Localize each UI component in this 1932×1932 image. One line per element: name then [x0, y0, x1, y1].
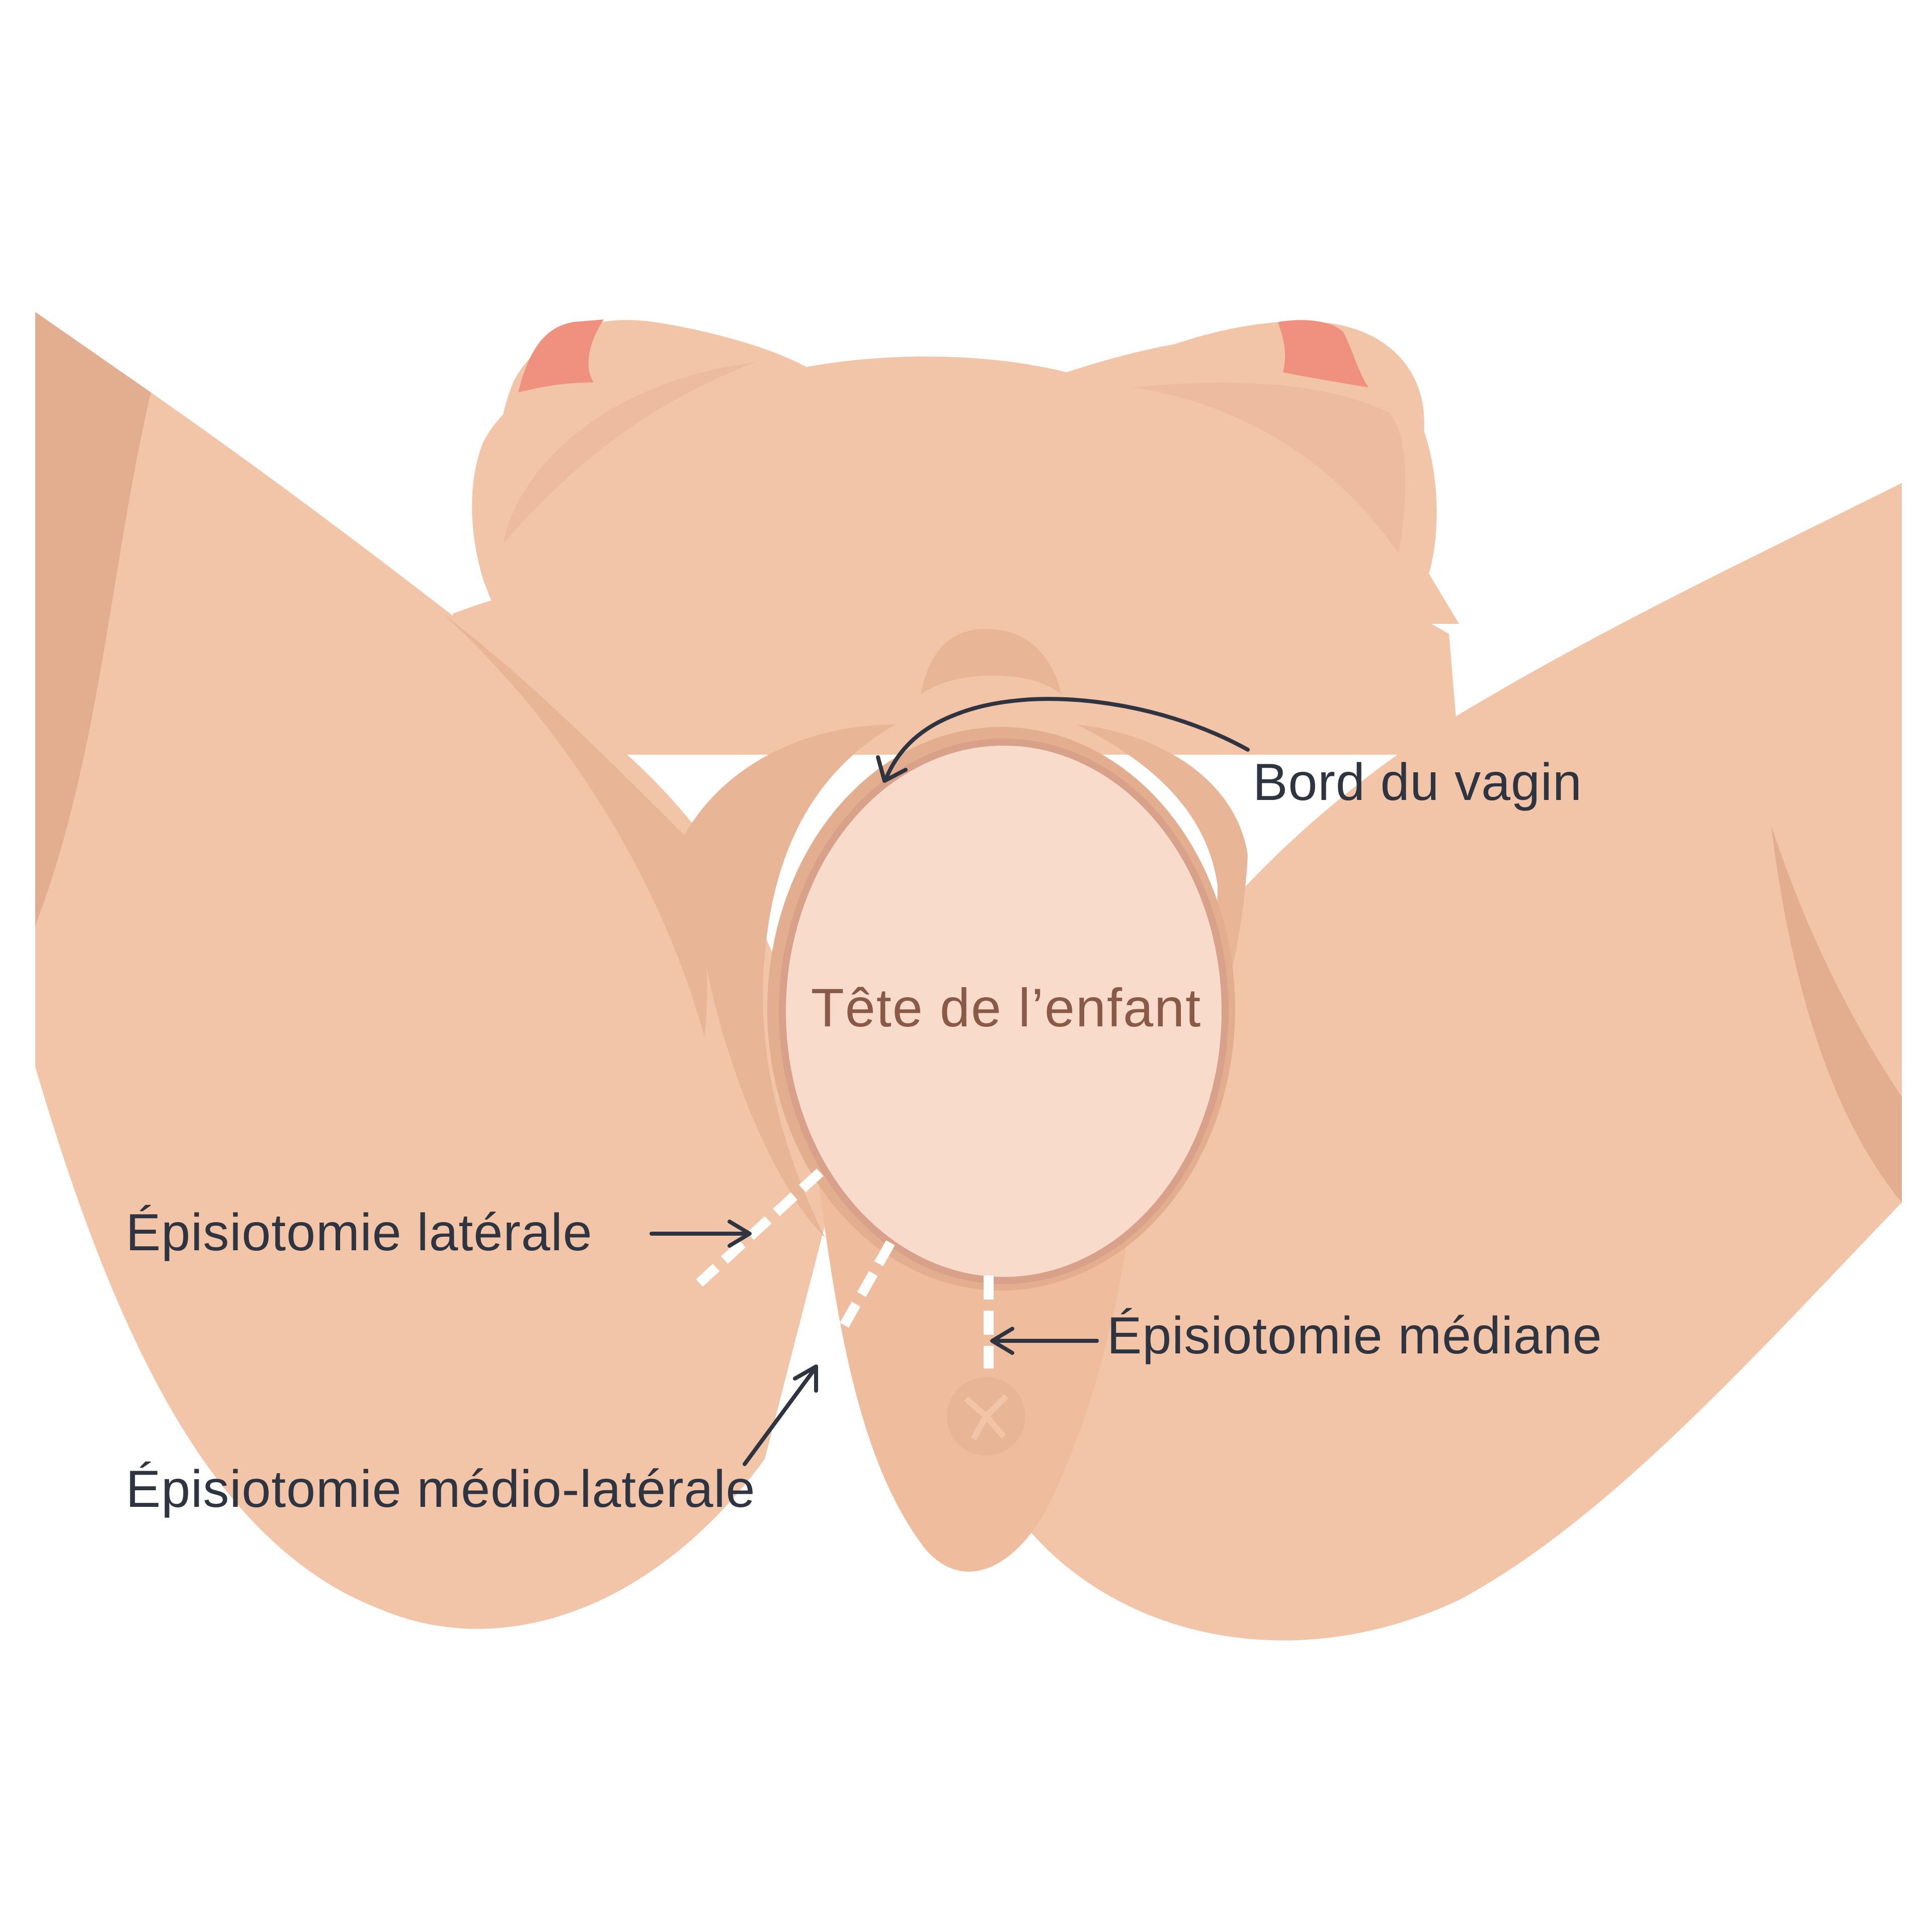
torso	[443, 335, 1459, 624]
vaginal-edge-arrowhead	[876, 755, 908, 783]
left-leg-inner-shade	[35, 312, 151, 926]
lateral-label: Épisiotomie latérale	[126, 1203, 593, 1262]
medio-lateral-arrow	[743, 1366, 817, 1466]
anus	[947, 1377, 1025, 1456]
vulva-left-fold	[684, 725, 896, 1238]
baby-head	[767, 727, 1235, 1291]
vaginal-edge-arrow	[883, 697, 1250, 782]
left-leg-crease	[443, 614, 707, 1036]
incision-lines	[696, 1168, 994, 1371]
vaginal-edge-label: Bord du vagin	[1253, 753, 1582, 812]
lateral-arrowhead	[728, 1220, 752, 1248]
navel	[921, 629, 1062, 694]
head-label: Tête de l’enfant	[811, 977, 1202, 1038]
annotation-arrows	[650, 697, 1250, 1466]
medio-lateral-arrowhead	[793, 1364, 818, 1393]
median-label: Épisiotomie médiane	[1107, 1307, 1602, 1365]
medio-lateral-incision	[816, 1240, 895, 1371]
right-nipple	[1278, 320, 1369, 387]
medio-lateral-label: Épisiotomie médio-latérale	[126, 1460, 755, 1518]
left-leg	[35, 312, 855, 1629]
lateral-incision	[696, 1168, 824, 1287]
left-nipple	[518, 319, 604, 392]
right-breast-shadow	[1132, 382, 1406, 553]
median-arrowhead	[990, 1327, 1014, 1355]
right-leg-edge-shade	[1771, 825, 1902, 1202]
right-leg	[1016, 483, 1902, 1641]
